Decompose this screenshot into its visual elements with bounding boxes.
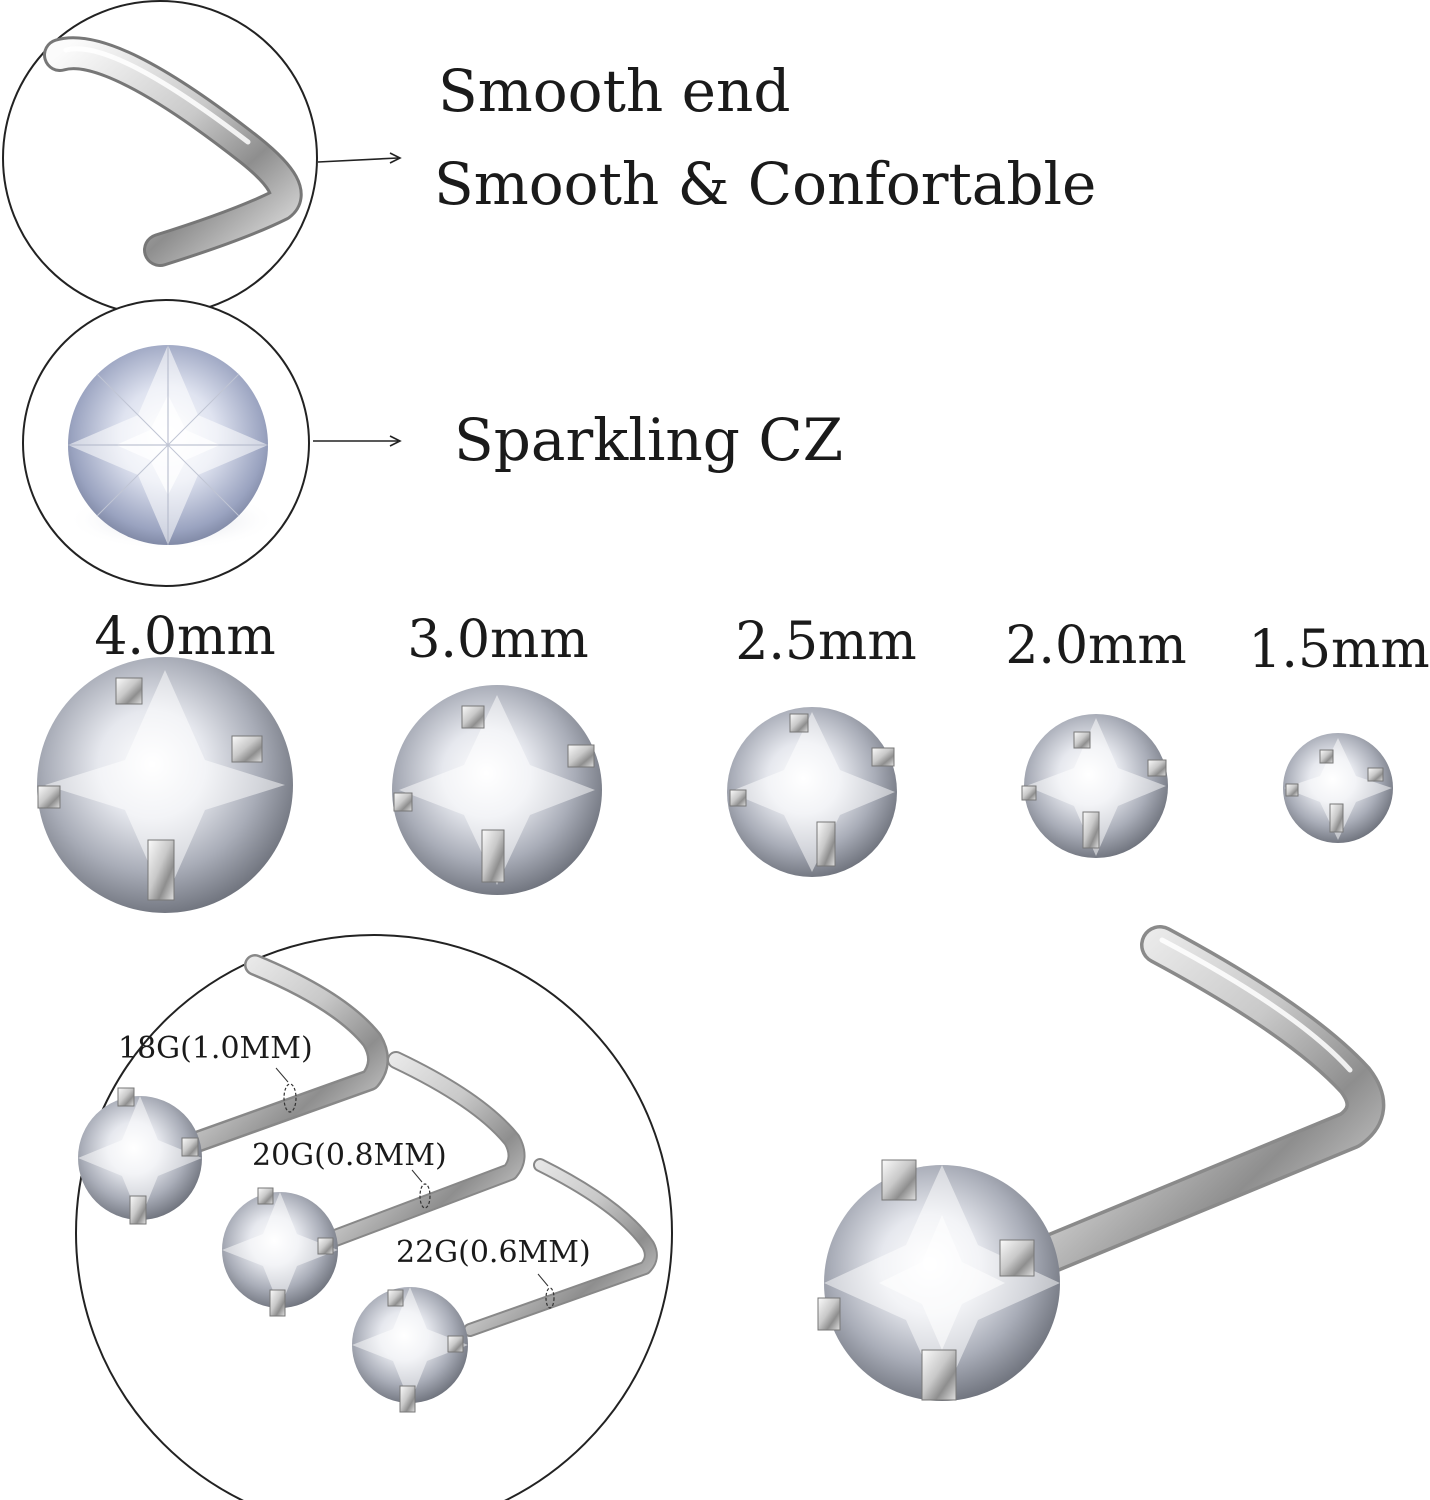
smooth-end-subtitle: Smooth & Confortable [434,150,1096,218]
gauge-label-18g: 18G(1.0MM) [118,1031,313,1066]
cz-callout: Sparkling CZ [22,299,843,587]
gauge-label-20g: 20G(0.8MM) [252,1138,447,1173]
size-label: 4.0mm [94,607,275,667]
bent-pin-closeup [43,36,303,267]
smooth-end-title: Smooth end [438,57,790,125]
pin-22g [352,1158,658,1413]
size-label: 3.0mm [407,610,588,670]
gem-icon [68,345,268,545]
size-label: 1.5mm [1248,620,1429,680]
pin-18g [78,954,389,1225]
size-label: 2.5mm [735,612,916,672]
arrow-icon [313,435,402,447]
gem-3mm [392,685,602,895]
large-nose-stud [817,925,1386,1401]
gauge-label-22g: 22G(0.6MM) [396,1235,591,1270]
size-labels: 4.0mm 3.0mm 2.5mm 2.0mm 1.5mm [94,607,1429,680]
gem-4mm [37,657,293,913]
pin-20g [222,1051,526,1317]
gem-1-5mm [1283,733,1393,843]
arrow-icon [317,152,402,164]
gem-size-row [37,657,1393,913]
gauge-comparison: 18G(1.0MM) 20G(0.8MM) 22G(0.6MM) [75,934,673,1500]
cz-label: Sparkling CZ [454,406,843,474]
gem-2mm [1021,714,1168,858]
size-label: 2.0mm [1005,616,1186,676]
gem-2-5mm [727,707,897,877]
smooth-end-callout: Smooth end Smooth & Confortable [2,0,1096,316]
